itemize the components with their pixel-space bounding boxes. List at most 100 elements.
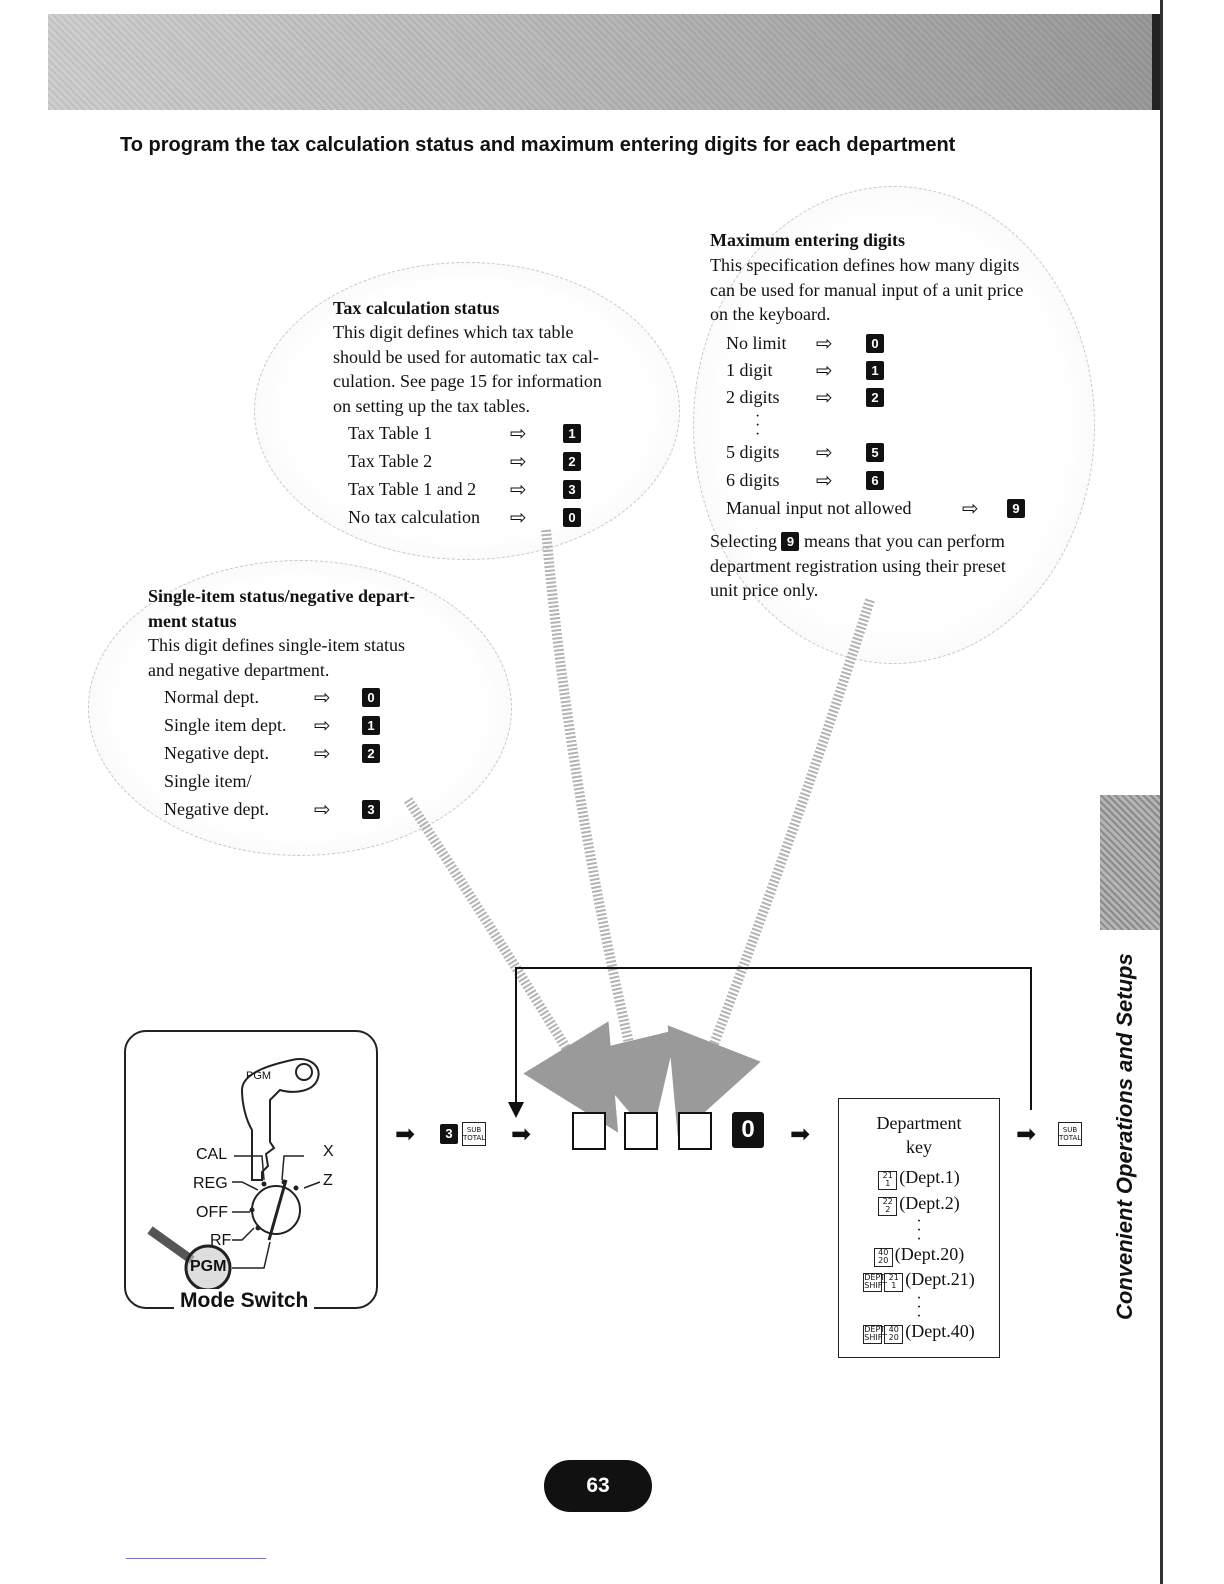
right-arrow-icon: ⇨ — [314, 713, 331, 737]
vertical-ellipsis-icon: ··· — [755, 408, 761, 443]
single-bubble — [88, 560, 512, 856]
tax-heading: Tax calculation status — [333, 298, 500, 318]
dept-item: 40 20(Dept.20) — [839, 1242, 999, 1267]
flow-arrow-icon: ➡ — [511, 1120, 532, 1148]
section-side-label: Convenient Operations and Setups — [1112, 953, 1137, 1320]
vertical-ellipsis-icon: ··· — [916, 1213, 922, 1248]
digit-pointer-arrows — [403, 529, 875, 1139]
right-arrow-icon: ⇨ — [510, 421, 527, 445]
digit-key: 5 — [866, 443, 884, 462]
digit-key: 2 — [362, 744, 380, 763]
dept-key-icon: 40 20 — [884, 1325, 904, 1344]
digit-key: 1 — [563, 424, 581, 443]
subtotal-key-icon: SUB TOTAL — [1058, 1122, 1082, 1146]
digit-key: 0 — [563, 508, 581, 527]
max-option-label: 6 digits — [726, 470, 780, 490]
mode-pos-cal: CAL — [196, 1146, 228, 1163]
digit-key: 6 — [866, 471, 884, 490]
page-title: To program the tax calculation status an… — [120, 134, 956, 156]
max-option-label: 2 digits — [726, 387, 780, 407]
digit-key: 2 — [866, 388, 884, 407]
right-arrow-icon: ⇨ — [314, 741, 331, 765]
key-tag: PGM — [246, 1070, 272, 1082]
flow-arrow-icon: ➡ — [1016, 1120, 1037, 1148]
single-option-label: Single item/ — [164, 771, 252, 791]
flow-arrow-icon: ➡ — [790, 1120, 811, 1148]
right-edge-rule — [1160, 0, 1163, 1584]
max-bubble — [693, 186, 1095, 664]
digit-key: 3 — [440, 1124, 458, 1144]
single-option-label: Normal dept. — [164, 687, 259, 707]
max-option-label: Manual input not allowed — [726, 498, 912, 518]
side-tab-shade — [1100, 795, 1160, 930]
dept-title: key — [906, 1137, 932, 1157]
right-arrow-icon: ⇨ — [816, 385, 833, 409]
mode-pos-off: OFF — [196, 1204, 228, 1221]
max-option-label: 1 digit — [726, 360, 773, 380]
digit-key: 0 — [362, 688, 380, 707]
dept-key-icon: 21 1 — [878, 1171, 898, 1190]
max-option-label: 5 digits — [726, 442, 780, 462]
tax-option-label: Tax Table 2 — [348, 451, 433, 471]
digit-key: 3 — [563, 480, 581, 499]
digit-entry-box — [624, 1112, 658, 1150]
dept-key-icon: 22 2 — [878, 1197, 898, 1216]
repeat-loop-line — [508, 967, 1032, 1118]
vertical-ellipsis-icon: ··· — [916, 1290, 922, 1325]
digit-key: 9 — [1007, 499, 1025, 518]
mode-switch-illustration — [147, 1058, 321, 1292]
right-arrow-icon: ⇨ — [816, 331, 833, 355]
single-heading: Single-item status/negative depart-ment … — [148, 586, 415, 631]
header-band — [48, 14, 1160, 110]
mode-pos-z: Z — [323, 1172, 333, 1189]
digit-key: 9 — [781, 532, 800, 551]
mode-pos-pgm: PGM — [190, 1258, 227, 1275]
single-option-label: Negative dept. — [164, 743, 269, 763]
digit-entry-box — [572, 1112, 606, 1150]
digit-key: 1 — [362, 716, 380, 735]
single-option-label: Single item dept. — [164, 715, 287, 735]
right-arrow-icon: ⇨ — [510, 477, 527, 501]
tax-bubble — [254, 262, 680, 560]
max-heading: Maximum entering digits — [710, 230, 905, 250]
digit-key: 3 — [362, 800, 380, 819]
key-icon — [240, 1058, 320, 1181]
mode-pos-reg: REG — [193, 1175, 228, 1192]
dept-item: DEPT SHIFT40 20(Dept.40) — [863, 1321, 975, 1344]
digit-key: 2 — [563, 452, 581, 471]
dept-item: 21 1(Dept.1) — [839, 1165, 999, 1190]
right-arrow-icon: ⇨ — [314, 685, 331, 709]
digit-entry-box — [678, 1112, 712, 1150]
max-note: Selecting 9 means that you can perform d… — [710, 531, 1006, 600]
dept-item: DEPT SHIFT21 1(Dept.21) — [863, 1269, 975, 1292]
mode-switch-label: Mode Switch — [174, 1289, 315, 1313]
tax-option-label: Tax Table 1 and 2 — [348, 479, 477, 499]
right-arrow-icon: ⇨ — [816, 440, 833, 464]
right-arrow-icon: ⇨ — [510, 505, 527, 529]
dept-key-icon: 40 20 — [873, 1248, 893, 1267]
max-option-label: No limit — [726, 333, 787, 353]
dept-key-icon: 21 1 — [884, 1273, 904, 1292]
page-number: 63 — [544, 1460, 652, 1512]
dept-shift-key-icon: DEPT SHIFT — [863, 1325, 888, 1344]
subtotal-key-icon: SUB TOTAL — [462, 1122, 486, 1146]
digit-key: 1 — [866, 361, 884, 380]
tax-option-label: Tax Table 1 — [348, 423, 433, 443]
mode-pos-x: X — [323, 1143, 334, 1160]
dept-item: 22 2(Dept.2) — [839, 1191, 999, 1216]
footnote-rule — [126, 1558, 266, 1559]
digit-key: 0 — [866, 334, 884, 353]
right-arrow-icon: ⇨ — [816, 468, 833, 492]
dept-shift-key-icon: DEPT SHIFT — [863, 1273, 888, 1292]
right-arrow-icon: ⇨ — [816, 358, 833, 382]
right-arrow-icon: ⇨ — [510, 449, 527, 473]
max-description: This specification defines how many digi… — [710, 255, 1024, 324]
mode-pos-rf: RF — [210, 1232, 232, 1249]
right-arrow-icon: ⇨ — [314, 797, 331, 821]
dept-title: Department — [876, 1113, 962, 1133]
single-option-label: Negative dept. — [164, 799, 269, 819]
fixed-digit-key: 0 — [732, 1112, 764, 1148]
